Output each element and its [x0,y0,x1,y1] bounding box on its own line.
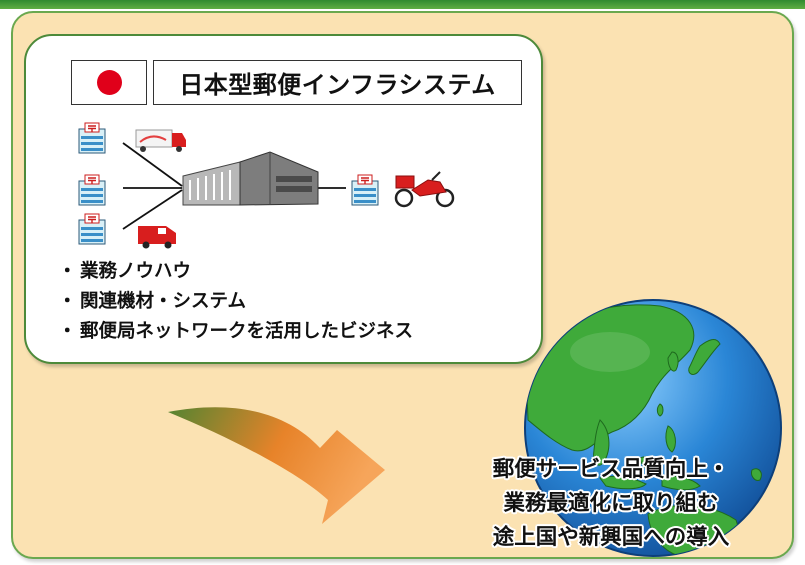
list-item-text: 業務ノウハウ [80,261,192,282]
post-office-icon [78,174,106,206]
expansion-caption: 郵便サービス品質向上・ 業務最適化に取り組む 途上国や新興国への導入 [432,453,790,555]
connection-lines [122,142,346,230]
list-item-text: 郵便局ネットワークを活用したビジネス [80,321,414,342]
list-item-text: 関連機材・システム [80,291,246,312]
japan-flag-icon [71,60,147,105]
caption-line: 業務最適化に取り組む [503,491,719,516]
list-item: ・郵便局ネットワークを活用したビジネス [58,317,413,347]
top-accent-bar [0,0,805,9]
flag-red-circle [97,70,122,95]
bullet-dot: ・ [58,291,77,312]
bullet-dot: ・ [58,321,77,342]
post-office-icon [78,213,106,245]
post-office-icon [78,122,106,154]
sorting-center-icon [182,151,319,206]
post-office-icon [351,174,379,206]
arrow-icon [168,407,385,524]
list-item: ・業務ノウハウ [58,257,413,287]
caption-line: 郵便サービス品質向上・ [492,457,730,482]
delivery-truck-icon [135,129,186,152]
feature-list: ・業務ノウハウ ・関連機材・システム ・郵便局ネットワークを活用したビジネス [58,257,413,347]
motorcycle-icon [394,171,455,208]
caption-line: 途上国や新興国への導入 [492,525,730,550]
bullet-dot: ・ [58,261,77,282]
card-title: 日本型郵便インフラシステム [153,60,522,105]
globe-icon [524,299,782,557]
list-item: ・関連機材・システム [58,287,413,317]
delivery-van-icon [138,226,176,249]
